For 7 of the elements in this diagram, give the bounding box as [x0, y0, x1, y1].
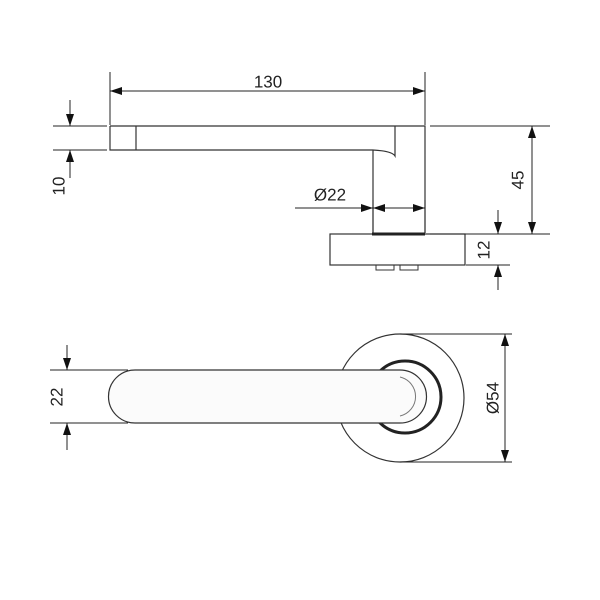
dimension-label: Ø54	[484, 382, 502, 414]
dimension-label: 22	[48, 388, 66, 406]
dimension-label: 130	[254, 74, 282, 90]
dimension-label: 12	[476, 240, 492, 260]
dimension-label: 10	[50, 176, 68, 196]
dimension-label: 45	[510, 170, 526, 190]
dimension-label: Ø22	[314, 186, 346, 204]
